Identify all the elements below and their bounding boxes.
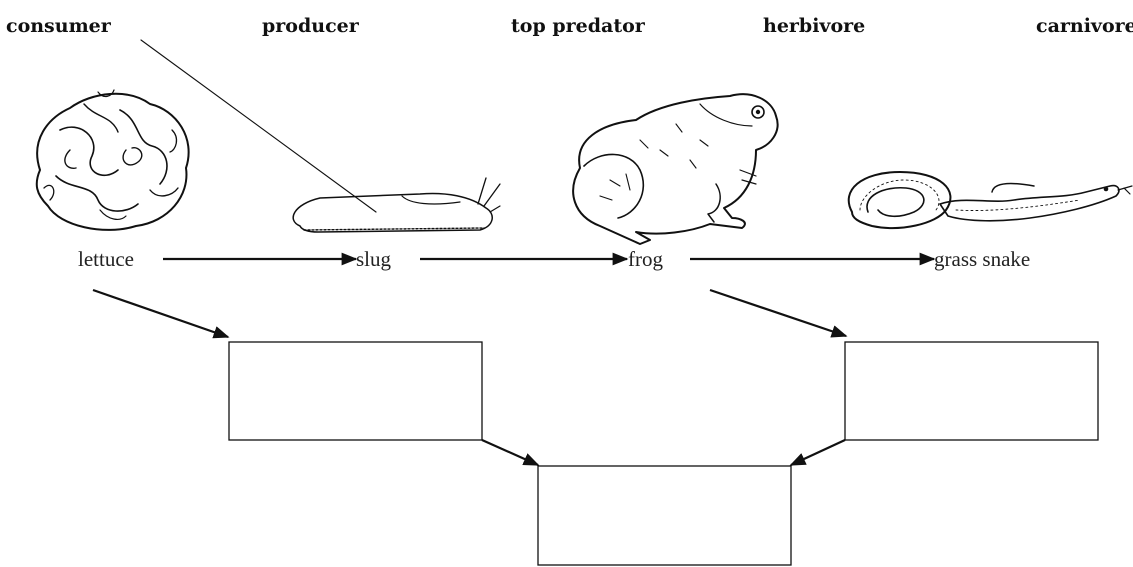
label-frog: frog — [628, 247, 663, 271]
word-top-predator[interactable]: top predator — [511, 15, 646, 37]
word-bank: consumer producer top predator herbivore… — [6, 15, 1133, 37]
word-consumer[interactable]: consumer — [6, 15, 112, 37]
word-producer[interactable]: producer — [262, 15, 360, 37]
grass-snake-icon — [849, 172, 1132, 228]
answer-box-frog[interactable] — [845, 342, 1098, 440]
answer-box-lettuce[interactable] — [229, 342, 482, 440]
pointer-right-box-to-bottom — [791, 440, 845, 465]
word-carnivore[interactable]: carnivore — [1036, 15, 1133, 37]
example-match-line — [141, 40, 376, 212]
answer-box-shared[interactable] — [538, 466, 791, 565]
label-grass-snake: grass snake — [934, 247, 1030, 271]
word-herbivore[interactable]: herbivore — [763, 15, 865, 37]
label-slug: slug — [356, 247, 392, 271]
label-lettuce: lettuce — [78, 247, 134, 271]
pointer-frog-to-box — [710, 290, 846, 336]
lettuce-icon — [37, 90, 189, 230]
pointer-lettuce-to-box — [93, 290, 228, 337]
frog-icon — [573, 94, 777, 244]
pointer-left-box-to-bottom — [482, 440, 538, 465]
slug-icon — [293, 178, 500, 232]
